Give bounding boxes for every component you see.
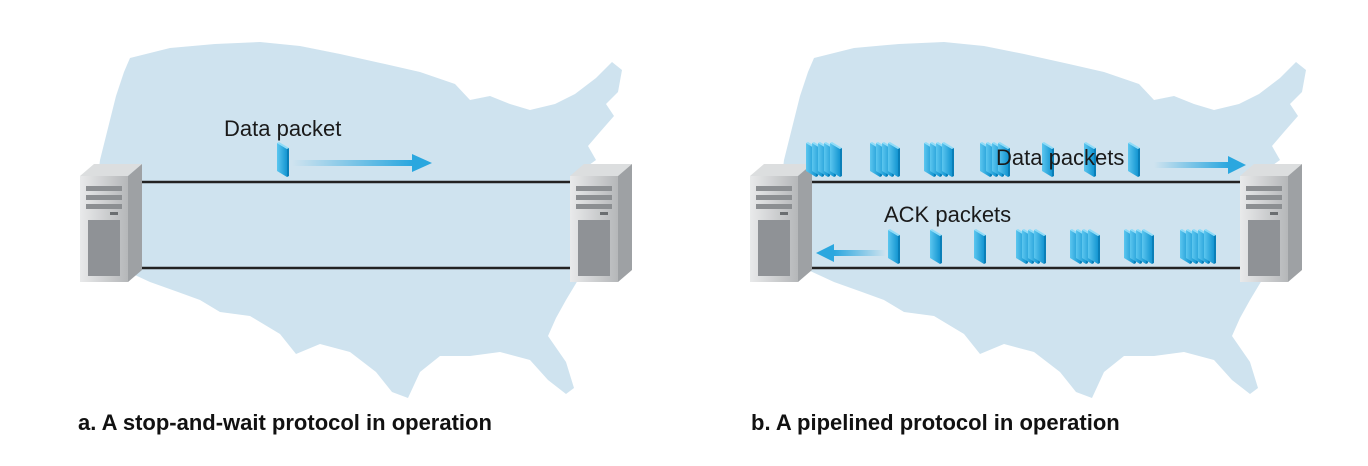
panel-pipelined: Data packets ACK packets b. A pipelined … xyxy=(684,0,1368,466)
packet-icon xyxy=(1204,229,1216,264)
ack-packet-bundle xyxy=(974,229,986,264)
data-packet-bundle xyxy=(806,142,842,177)
ack-packet-bundle xyxy=(1016,229,1046,264)
packet-icon xyxy=(1034,229,1046,264)
data-packet-bundle xyxy=(1128,142,1140,177)
packet-icon xyxy=(830,142,842,177)
panel-stop-and-wait: Data packet a. A stop-and-wait protocol … xyxy=(78,42,632,435)
ack-packet-bundle xyxy=(1180,229,1216,264)
data-packet-bundle xyxy=(924,142,954,177)
data-packet-label: Data packet xyxy=(224,116,341,141)
ack-packet-bundle xyxy=(1070,229,1100,264)
us-map xyxy=(780,42,1306,398)
ack-packet-bundle xyxy=(1124,229,1154,264)
packet-icon xyxy=(888,229,900,264)
stop-and-wait-diagram: Data packet xyxy=(80,42,632,398)
data-packet-bundle xyxy=(870,142,900,177)
packet-icon xyxy=(888,142,900,177)
sender-server-icon xyxy=(80,164,142,282)
caption-b: b. A pipelined protocol in operation xyxy=(751,410,1120,435)
ack-packet-bundle xyxy=(930,229,942,264)
ack-arrow-icon xyxy=(816,244,886,262)
ack-packets-label: ACK packets xyxy=(884,202,1011,227)
forward-arrow-icon xyxy=(292,154,432,172)
pipelined-diagram: Data packets ACK packets xyxy=(750,42,1306,398)
packet-icon xyxy=(1088,229,1100,264)
packet-icon xyxy=(1128,142,1140,177)
us-map xyxy=(96,42,622,398)
packet-icon xyxy=(974,229,986,264)
packet-icon xyxy=(942,142,954,177)
data-arrow-icon xyxy=(1154,156,1246,174)
receiver-server-icon xyxy=(1240,164,1302,282)
ack-packet-bundle xyxy=(888,229,900,264)
data-packet-icon xyxy=(277,142,289,177)
receiver-server-icon xyxy=(570,164,632,282)
data-packets-label: Data packets xyxy=(996,145,1124,170)
sender-server-icon xyxy=(750,164,812,282)
packet-icon xyxy=(1142,229,1154,264)
caption-a: a. A stop-and-wait protocol in operation xyxy=(78,410,492,435)
packet-icon xyxy=(930,229,942,264)
